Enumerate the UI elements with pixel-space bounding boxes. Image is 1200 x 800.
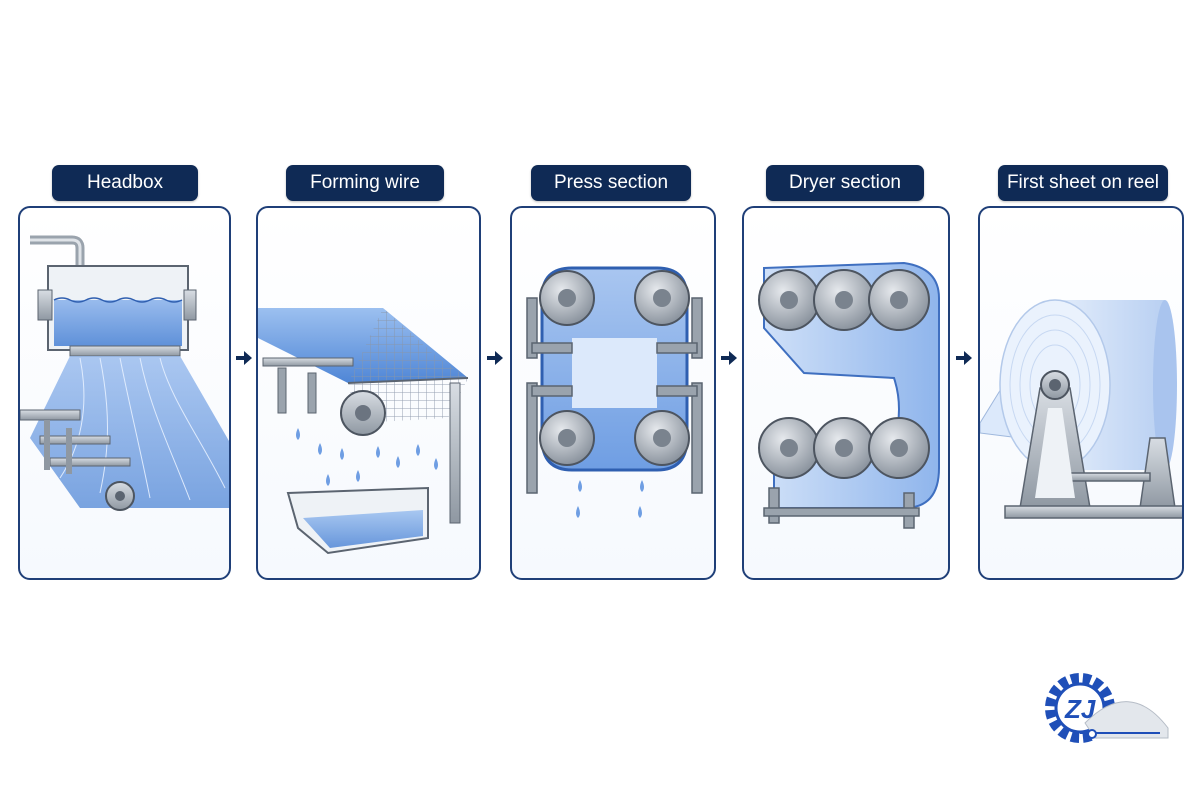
step-label-forming-wire: Forming wire	[286, 165, 444, 201]
panel-dryer-section	[742, 206, 950, 580]
arrow-right-icon	[487, 351, 503, 365]
panel-press-section	[510, 206, 716, 580]
company-logo: ZJ	[1045, 673, 1169, 743]
arrow-right-icon	[721, 351, 737, 365]
dryer-section-illustration	[758, 261, 940, 529]
reel-illustration	[980, 299, 1182, 519]
panel-forming-wire	[256, 206, 481, 580]
forming-wire-illustration	[258, 308, 469, 555]
logo-text: ZJ	[1064, 694, 1096, 724]
step-label-headbox: Headbox	[52, 165, 198, 201]
press-section-illustration	[526, 266, 703, 518]
panel-first-sheet-on-reel	[978, 206, 1184, 580]
arrow-right-icon	[956, 351, 972, 365]
step-label-press-section: Press section	[531, 165, 691, 201]
step-label-first-sheet-on-reel: First sheet on reel	[998, 165, 1168, 201]
headbox-illustration	[20, 235, 229, 511]
step-label-dryer-section: Dryer section	[766, 165, 924, 201]
arrow-right-icon	[236, 351, 252, 365]
panel-headbox	[18, 206, 231, 580]
